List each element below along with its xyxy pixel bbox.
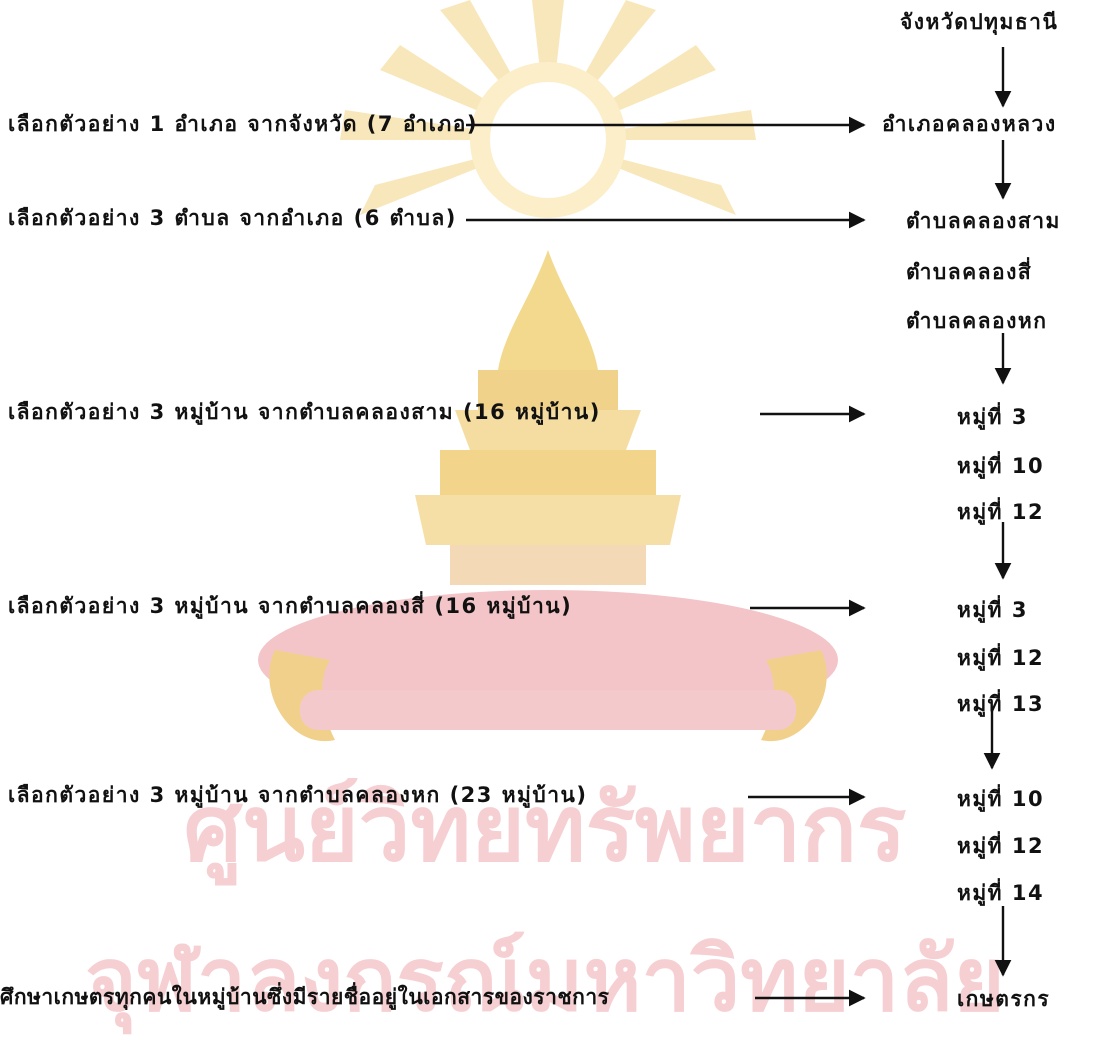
result-3-3: หมู่ที่ 12 — [957, 500, 1045, 524]
result-3-1: หมู่ที่ 3 — [957, 405, 1028, 429]
result-2-3: ตำบลคลองหก — [906, 309, 1048, 333]
result-4-1: หมู่ที่ 3 — [957, 598, 1028, 622]
result-4-3: หมู่ที่ 13 — [957, 692, 1045, 716]
result-5-1: หมู่ที่ 10 — [957, 787, 1045, 811]
province-label: จังหวัดปทุมธานี — [900, 10, 1059, 34]
result-6-1: เกษตรกร — [957, 987, 1051, 1011]
step-label-1: เลือกตัวอย่าง 1 อำเภอ จากจังหวัด (7 อำเภ… — [8, 112, 478, 136]
step-label-3: เลือกตัวอย่าง 3 หมู่บ้าน จากตำบลคลองสาม … — [8, 400, 601, 424]
step-label-2: เลือกตัวอย่าง 3 ตำบล จากอำเภอ (6 ตำบล) — [8, 206, 457, 230]
result-2-2: ตำบลคลองสี่ — [906, 260, 1033, 284]
result-5-3: หมู่ที่ 14 — [957, 881, 1045, 905]
result-1-1: อำเภอคลองหลวง — [882, 112, 1057, 136]
result-5-2: หมู่ที่ 12 — [957, 834, 1045, 858]
step-label-6: ศึกษาเกษตรทุกคนในหมู่บ้านซึ่งมีรายชื่ออย… — [0, 985, 610, 1009]
step-label-5: เลือกตัวอย่าง 3 หมู่บ้าน จากตำบลคลองหก (… — [8, 783, 588, 807]
result-4-2: หมู่ที่ 12 — [957, 646, 1045, 670]
result-2-1: ตำบลคลองสาม — [906, 209, 1061, 233]
result-3-2: หมู่ที่ 10 — [957, 454, 1045, 478]
step-label-4: เลือกตัวอย่าง 3 หมู่บ้าน จากตำบลคลองสี่ … — [8, 594, 573, 618]
